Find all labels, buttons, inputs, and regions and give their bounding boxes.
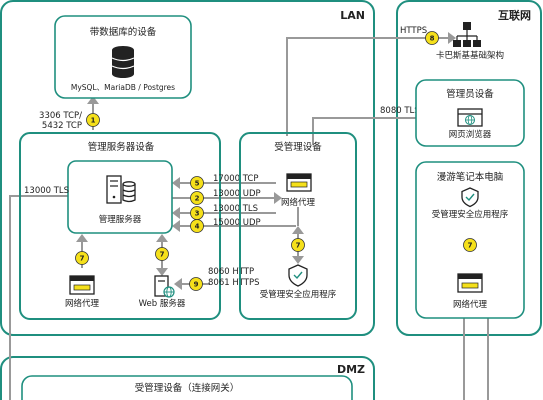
admin-server-label: 管理服务器: [99, 214, 142, 225]
port-badge-5-number: 5: [195, 180, 200, 188]
admin-device-title: 管理员设备: [446, 88, 494, 100]
security-shield-icon: [288, 264, 308, 287]
db-device-title: 带数据库的设备: [90, 26, 157, 38]
web-server-label: Web 服务器: [139, 298, 186, 309]
roaming-laptop-title: 漫游笔记本电脑: [437, 171, 504, 183]
web-port-https: 8061 HTTPS: [208, 278, 259, 288]
db-port-line2: 5432 TCP: [42, 121, 82, 131]
web-ports-arrow: [174, 278, 182, 290]
port-badge-5: [190, 176, 204, 190]
web-server-icon: [154, 275, 175, 298]
laptop-badge-7: [463, 238, 477, 252]
https-label: HTTPS: [400, 26, 427, 36]
port-arrow-3: [172, 207, 180, 219]
network-agent-icon: [69, 275, 95, 295]
port-label-3: 13000 TLS: [213, 204, 258, 214]
internet-zone-title: 互联网: [498, 8, 531, 22]
browser-label: 网页浏览器: [449, 129, 492, 140]
admin-server-box: [67, 160, 173, 234]
managed-arrow-down: [292, 256, 304, 264]
managed-security-app-label: 受管理安全应用程序: [260, 289, 337, 300]
network-agent-icon: [457, 273, 483, 293]
browser-icon: [457, 108, 483, 127]
lan-zone-title: LAN: [340, 9, 365, 22]
lan-zone: [0, 0, 375, 336]
database-icon: [111, 46, 135, 78]
kaspersky-infra-label: 卡巴斯基基础架构: [436, 50, 504, 61]
dmz-gateway-device-title: 受管理设备（连接网关）: [135, 382, 240, 394]
admin-agent-badge: [75, 251, 89, 265]
port-badge-4: [190, 219, 204, 233]
admin-network-agent-label: 网络代理: [65, 298, 100, 309]
admin-agent-badge-number: 7: [80, 255, 85, 263]
managed-device-title: 受管理设备: [274, 141, 322, 153]
internet-zone: [396, 0, 542, 336]
infra-badge: [425, 31, 439, 45]
network-hierarchy-icon: [453, 22, 481, 47]
port-label-5: 17000 TCP: [213, 174, 259, 184]
server-icon: [106, 175, 136, 204]
managed-badge-7: [291, 238, 305, 252]
web-badge-7: [155, 247, 169, 261]
web-arrow-down: [156, 268, 168, 276]
admin-agent-arrow: [76, 234, 88, 242]
infra-badge-number: 8: [430, 35, 435, 43]
https-connector: [286, 37, 450, 136]
managed-network-agent-label: 网络代理: [281, 197, 316, 208]
admin-server-device: [19, 132, 221, 320]
port-label-2: 13000 UDP: [213, 189, 261, 199]
https-arrow-head: [448, 32, 456, 44]
web-badge-7-number: 7: [160, 251, 165, 259]
laptop-badge-7-number: 7: [468, 242, 473, 250]
db-port-line1: 3306 TCP/: [39, 111, 82, 121]
web-port-http: 8060 HTTP: [208, 267, 254, 277]
db-arrow-head: [87, 96, 99, 104]
external-connector: [9, 195, 68, 400]
dmz-zone-title: DMZ: [337, 363, 365, 376]
port-arrow-5: [172, 177, 180, 189]
port-badge-2-number: 2: [195, 195, 200, 203]
managed-arrow-up: [292, 226, 304, 234]
external-port-label: 13000 TLS: [24, 186, 69, 196]
port-arrow-2: [274, 192, 282, 204]
port-arrow-4: [172, 220, 180, 232]
db-badge: [86, 113, 100, 127]
managed-badge-7-number: 7: [296, 242, 301, 250]
network-agent-icon: [286, 173, 312, 192]
dmz-zone: [0, 356, 375, 400]
laptop-network-agent-label: 网络代理: [453, 299, 488, 310]
managed-device: [239, 132, 357, 320]
web-ports-badge-number: 9: [194, 281, 199, 289]
laptop-security-app-label: 受管理安全应用程序: [432, 209, 509, 220]
admin-server-device-title: 管理服务器设备: [88, 141, 155, 153]
web-arrow-up: [156, 234, 168, 242]
dmz-gateway-device: [21, 375, 353, 400]
security-shield-icon: [461, 187, 479, 208]
port-label-4: 15000 UDP: [213, 218, 261, 228]
port-badge-4-number: 4: [195, 223, 200, 231]
port-badge-2: [190, 191, 204, 205]
db-device-subtitle: MySQL、MariaDB / Postgres: [71, 83, 175, 92]
browser-port-label: 8080 TLS: [380, 106, 420, 116]
web-ports-badge: [189, 277, 203, 291]
admin-device-box: [415, 79, 525, 147]
port-badge-3-number: 3: [195, 210, 200, 218]
db-badge-number: 1: [91, 117, 96, 125]
